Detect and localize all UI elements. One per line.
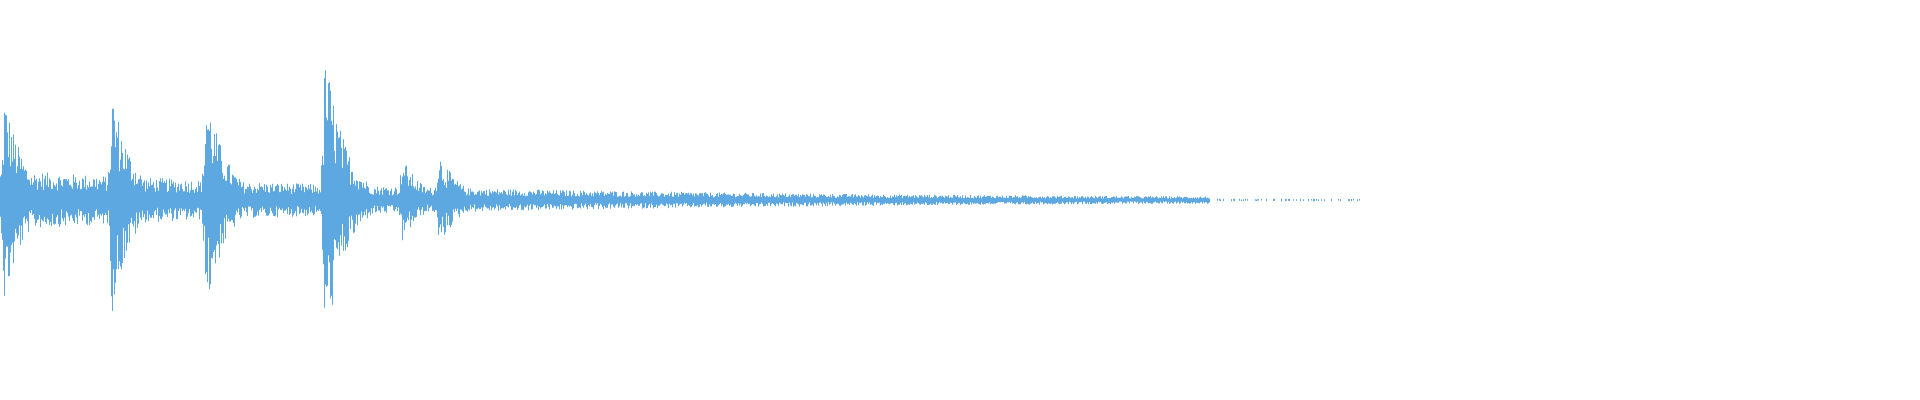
waveform-samples	[0, 70, 1360, 311]
waveform-trace	[0, 70, 1360, 311]
